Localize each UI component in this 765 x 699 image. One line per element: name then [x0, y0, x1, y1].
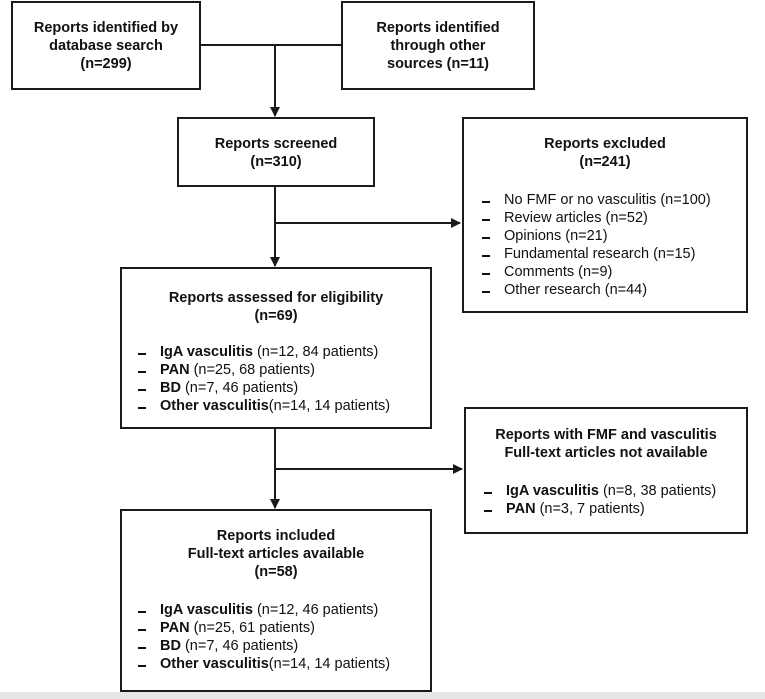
item-detail: (n=8, 38 patients) [598, 483, 717, 499]
eligibility-item: PAN (n=25, 68 patients) [136, 361, 430, 379]
excluded-reason: Comments (n=9) [480, 263, 746, 281]
other-sources-title: Reports identified through other sources… [343, 19, 533, 73]
eligibility-item: IgA vasculitis (n=12, 84 patients) [136, 343, 430, 361]
eligibility-box: Reports assessed for eligibility (n=69) … [120, 267, 432, 429]
database-search-title: Reports identified by database search (n… [13, 19, 199, 73]
included-box: Reports included Full-text articles avai… [120, 509, 432, 692]
item-detail: (n=14, 14 patients) [268, 656, 391, 672]
screened-box: Reports screened (n=310) [177, 117, 375, 187]
title-line: Reports excluded [544, 136, 666, 152]
item-label: IgA vasculitis [160, 344, 253, 360]
title-line: (n=299) [80, 56, 132, 72]
included-item: PAN (n=25, 61 patients) [136, 619, 430, 637]
item-detail: (n=3, 7 patients) [535, 501, 645, 517]
excluded-box: Reports excluded (n=241) No FMF or no va… [462, 117, 748, 313]
item-detail: (n=7, 46 patients) [180, 638, 299, 654]
item-label: BD [160, 638, 181, 654]
title-line: Reports identified by [33, 20, 179, 36]
eligibility-list: IgA vasculitis (n=12, 84 patients) PAN (… [122, 343, 430, 415]
title-line: Reports assessed for eligibility [168, 290, 384, 306]
title-line: Reports with FMF and vasculitis [495, 427, 717, 443]
excluded-title: Reports excluded (n=241) [464, 135, 746, 171]
title-line: Reports included [216, 528, 336, 544]
item-detail: (n=7, 46 patients) [180, 380, 299, 396]
item-detail: (n=25, 68 patients) [189, 362, 315, 378]
title-line: sources (n=11) [387, 56, 489, 72]
database-search-box: Reports identified by database search (n… [11, 1, 201, 90]
excluded-reason: Fundamental research (n=15) [480, 245, 746, 263]
excluded-reason: Review articles (n=52) [480, 209, 746, 227]
excluded-reasons-list: No FMF or no vasculitis (n=100) Review a… [464, 191, 746, 299]
bottom-edge-shade [0, 692, 765, 699]
not-available-item: IgA vasculitis (n=8, 38 patients) [482, 482, 746, 500]
included-item: BD (n=7, 46 patients) [136, 637, 430, 655]
not-available-item: PAN (n=3, 7 patients) [482, 500, 746, 518]
title-line: Reports screened [214, 136, 338, 152]
included-list: IgA vasculitis (n=12, 46 patients) PAN (… [122, 601, 430, 673]
item-label: IgA vasculitis [160, 602, 253, 618]
title-line: (n=310) [250, 154, 302, 170]
screened-title: Reports screened (n=310) [179, 135, 373, 171]
item-label: PAN [160, 362, 190, 378]
title-line: (n=58) [254, 564, 298, 580]
eligibility-title: Reports assessed for eligibility (n=69) [122, 289, 430, 325]
excluded-reason: Opinions (n=21) [480, 227, 746, 245]
excluded-reason: No FMF or no vasculitis (n=100) [480, 191, 746, 209]
eligibility-item: Other vasculitis(n=14, 14 patients) [136, 397, 430, 415]
item-detail: (n=12, 46 patients) [252, 602, 379, 618]
included-title: Reports included Full-text articles avai… [122, 527, 430, 581]
title-line: (n=69) [254, 308, 298, 324]
item-detail: (n=25, 61 patients) [189, 620, 315, 636]
item-label: PAN [160, 620, 190, 636]
not-available-box: Reports with FMF and vasculitis Full-tex… [464, 407, 748, 534]
other-sources-box: Reports identified through other sources… [341, 1, 535, 90]
item-label: IgA vasculitis [506, 483, 599, 499]
title-line: Reports identified [376, 20, 500, 36]
item-label: Other vasculitis [160, 656, 269, 672]
included-item: IgA vasculitis (n=12, 46 patients) [136, 601, 430, 619]
eligibility-item: BD (n=7, 46 patients) [136, 379, 430, 397]
excluded-reason: Other research (n=44) [480, 281, 746, 299]
item-detail: (n=14, 14 patients) [268, 398, 391, 414]
not-available-list: IgA vasculitis (n=8, 38 patients) PAN (n… [466, 482, 746, 518]
title-line: Full-text articles not available [504, 445, 708, 461]
title-line: (n=241) [579, 154, 631, 170]
included-item: Other vasculitis(n=14, 14 patients) [136, 655, 430, 673]
item-label: BD [160, 380, 181, 396]
title-line: through other [390, 38, 486, 54]
title-line: database search [49, 38, 163, 54]
title-line: Full-text articles available [187, 546, 365, 562]
item-label: Other vasculitis [160, 398, 269, 414]
not-available-title: Reports with FMF and vasculitis Full-tex… [466, 426, 746, 462]
item-detail: (n=12, 84 patients) [252, 344, 379, 360]
item-label: PAN [506, 501, 536, 517]
